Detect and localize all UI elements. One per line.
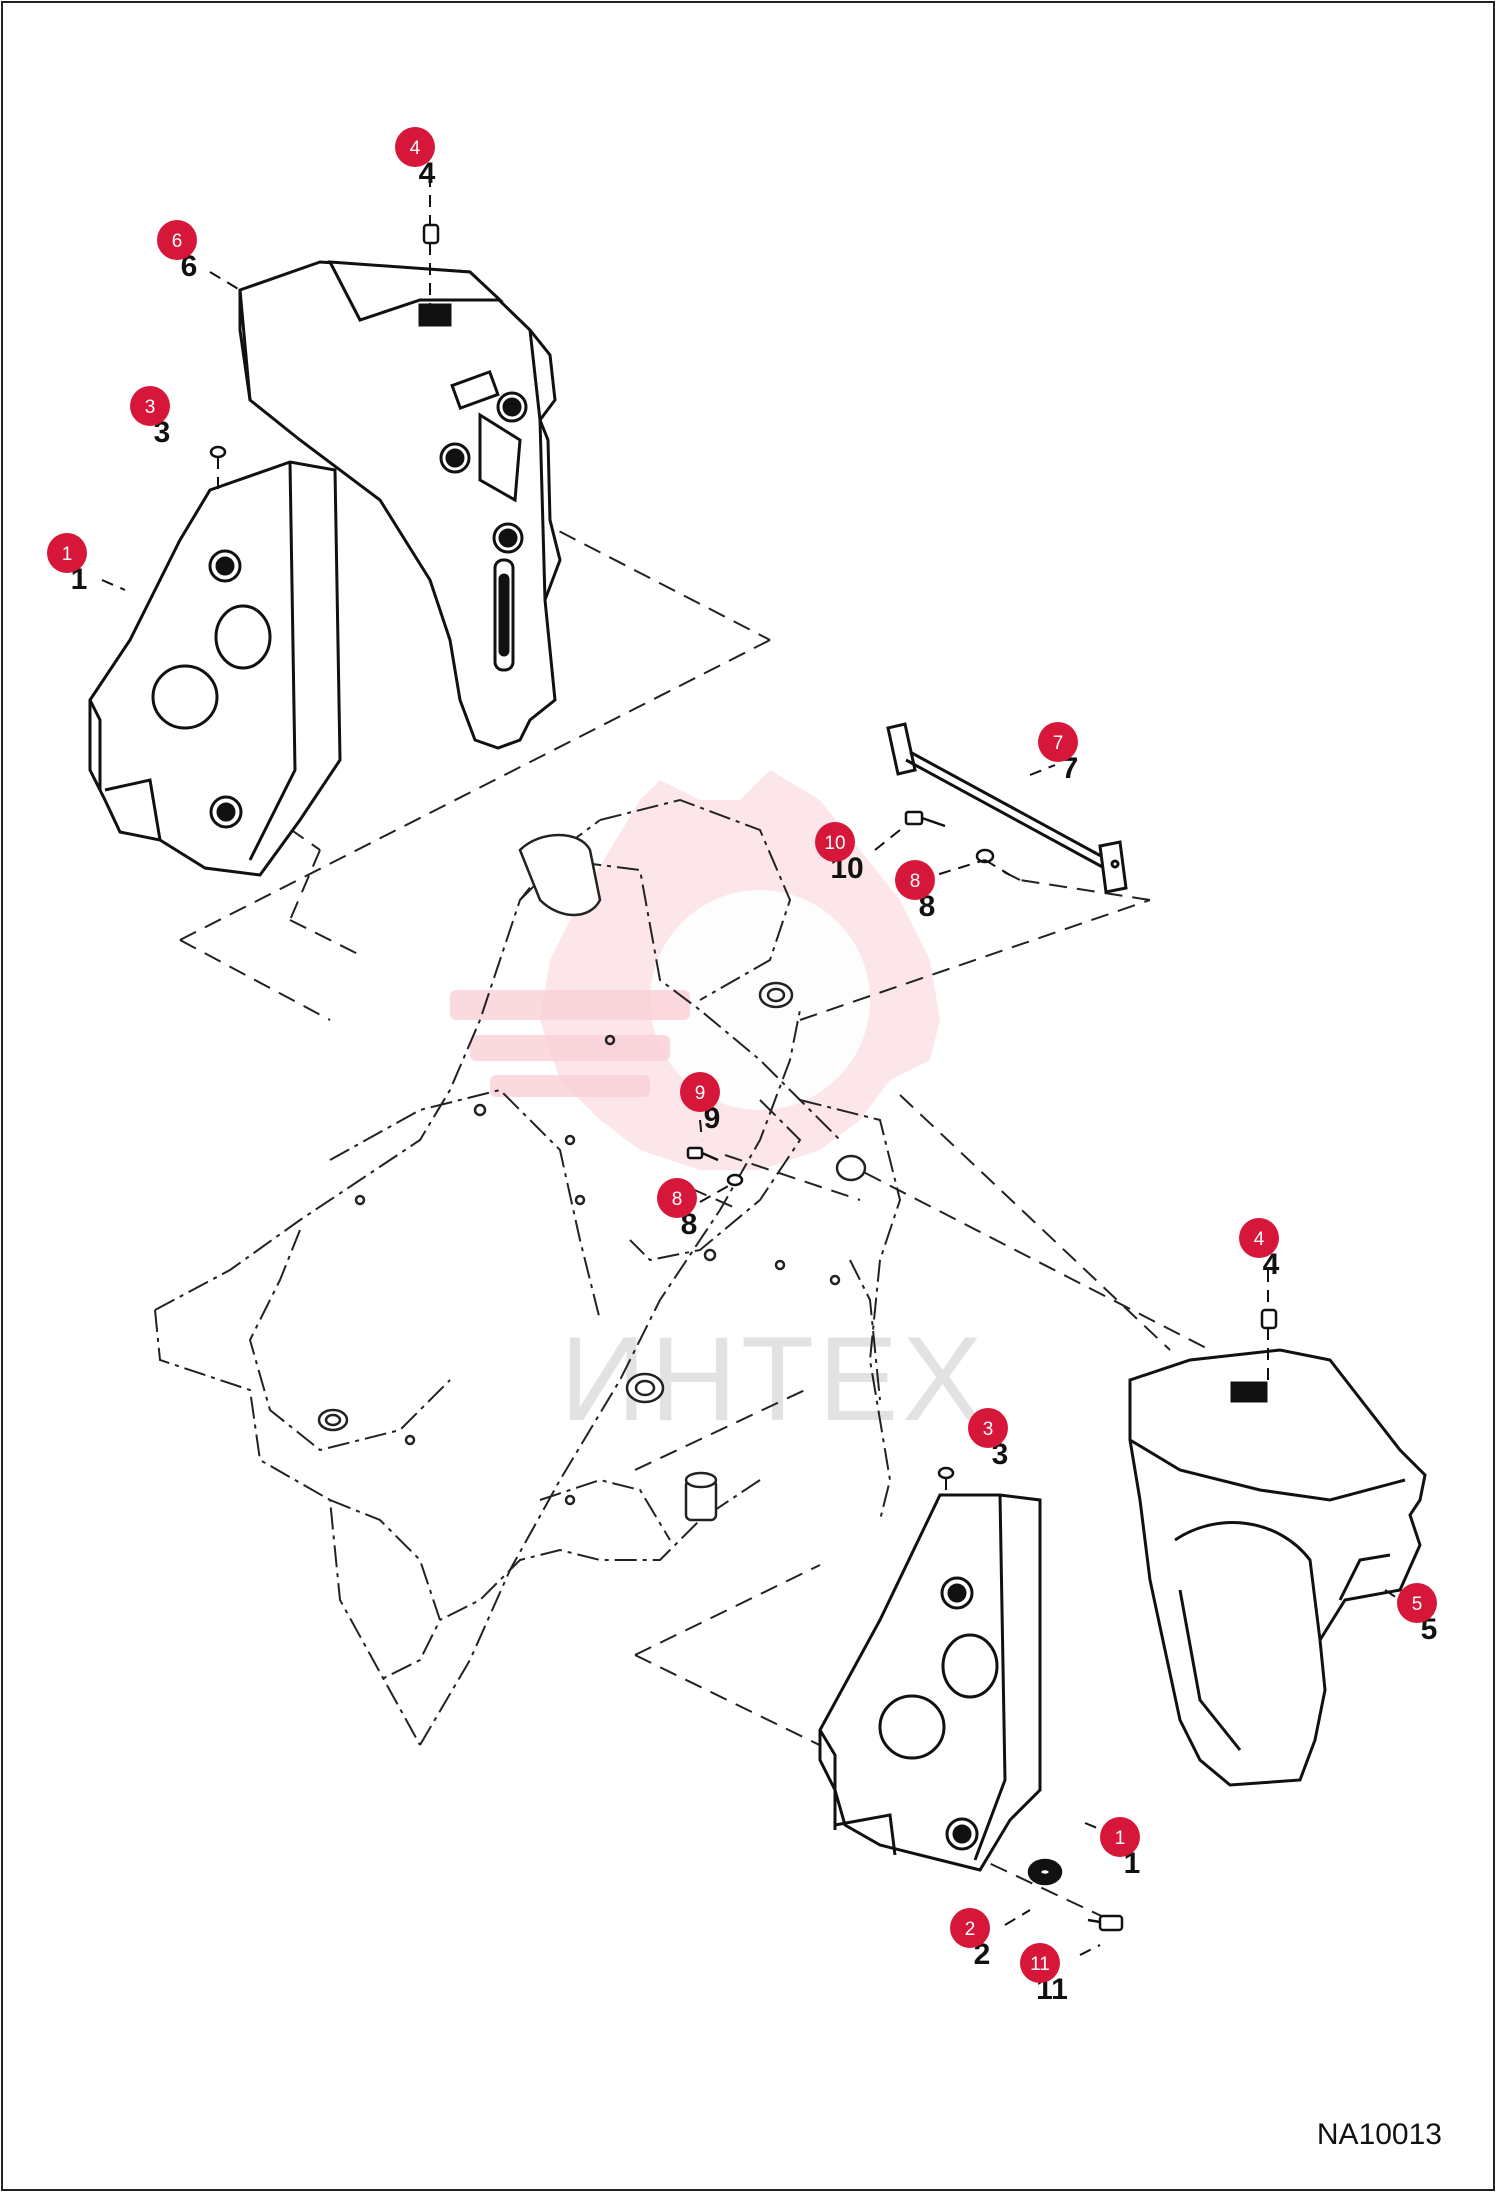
callout-washer: 22	[950, 1908, 990, 1971]
callout-number: 2	[965, 1919, 976, 1940]
callout-number: 3	[983, 1419, 994, 1440]
callout-balloon	[1397, 1583, 1437, 1623]
callout-number: 11	[1030, 1954, 1050, 1975]
callout-number: 7	[1053, 733, 1064, 754]
callout-center-washer: 88	[657, 1178, 697, 1241]
callout-number: 8	[910, 871, 921, 892]
callout-number: 1	[62, 544, 73, 565]
callout-right-cover: 55	[1397, 1583, 1437, 1646]
callout-balloon	[1100, 1817, 1140, 1857]
callout-balloon	[395, 127, 435, 167]
callout-right-plug: 33	[968, 1408, 1008, 1471]
left-cover-part	[238, 260, 562, 750]
right-plate-part	[818, 1493, 1042, 1872]
callout-balloon	[815, 822, 855, 862]
callout-balloon	[1239, 1218, 1279, 1258]
callout-rod: 77	[1038, 722, 1078, 785]
callout-number: 5	[1412, 1594, 1423, 1615]
frame-details	[317, 833, 867, 1522]
callout-number: 4	[410, 138, 421, 159]
callout-left-plate: 11	[47, 533, 87, 596]
callout-top-bolt-right: 44	[1239, 1218, 1280, 1281]
callout-number: 1	[1115, 1828, 1126, 1849]
callout-balloon	[1020, 1943, 1060, 1983]
callout-balloon	[895, 860, 935, 900]
assembly-dashed-lines	[179, 479, 1211, 1921]
left-plate-part	[88, 460, 342, 877]
callout-number: 6	[172, 231, 183, 252]
callout-center-bolt: 99	[680, 1072, 720, 1135]
callout-number: 10	[824, 833, 845, 854]
rod-part	[886, 722, 1128, 894]
callout-balloon	[157, 220, 197, 260]
callout-balloon	[680, 1072, 720, 1112]
right-cover-part	[1128, 1348, 1427, 1787]
figure-id-label: NA10013	[1316, 2118, 1442, 2151]
callout-number: 4	[1254, 1229, 1265, 1250]
callout-balloon	[657, 1178, 697, 1218]
callout-number: 8	[672, 1189, 683, 1210]
loader-arm-frame	[154, 798, 902, 1746]
watermark-text: ИНТЕХ	[560, 1312, 986, 1446]
callout-balloon	[1038, 722, 1078, 762]
callout-balloon	[950, 1908, 990, 1948]
callout-balloon	[968, 1408, 1008, 1448]
callout-rod-washer: 88	[895, 860, 935, 923]
callout-balloon	[47, 533, 87, 573]
callout-balloon	[130, 386, 170, 426]
callout-top-bolt-left: 44	[395, 127, 436, 190]
small-hardware	[209, 223, 1278, 1932]
callout-left-cover: 66	[157, 220, 197, 283]
callout-right-plate: 11	[1100, 1817, 1140, 1880]
callout-left-plug: 33	[130, 386, 170, 449]
callout-number: 9	[695, 1083, 706, 1104]
callout-number: 3	[145, 397, 156, 418]
